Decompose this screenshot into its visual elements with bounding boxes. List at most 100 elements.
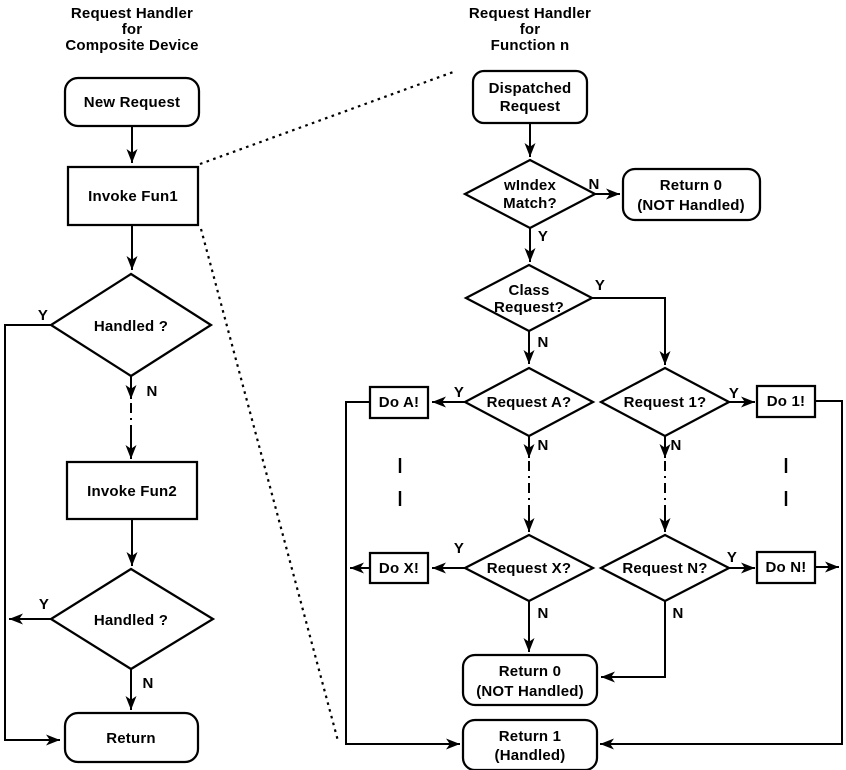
do-n-label: Do N!	[766, 559, 807, 576]
return0-top-line-2: (NOT Handled)	[637, 197, 745, 214]
return0-bottom-line-1: Return 0	[499, 663, 561, 680]
request-1-no-label: N	[670, 437, 681, 454]
return1-line-2: (Handled)	[495, 747, 566, 764]
node-return1: Return 1 (Handled)	[461, 718, 599, 770]
windex-match-line-1: wIndex	[503, 177, 557, 194]
request-a-diamond	[462, 366, 596, 438]
request-1-yes-label: Y	[729, 385, 739, 402]
node-return0-bottom: Return 0 (NOT Handled)	[461, 653, 599, 707]
node-do-1: Do 1!	[755, 384, 817, 419]
node-do-x: Do X!	[368, 551, 430, 585]
do-x-label: Do X!	[379, 560, 419, 577]
return-label: Return	[106, 730, 156, 747]
edge-doa-rail-to-return1	[345, 401, 460, 750]
handled-1-yes-label: Y	[38, 307, 48, 324]
class-request-diamond	[463, 263, 595, 333]
class-no-label: N	[537, 334, 548, 351]
decision-request-a: Request A?	[462, 366, 596, 438]
handled-1-label: Handled ?	[94, 318, 168, 335]
return0-top-line-1: Return 0	[660, 177, 722, 194]
left-title: Request Handler for Composite Device	[65, 5, 198, 54]
request-x-label: Request X?	[487, 560, 572, 577]
right-diagram: Request Handler for Function n	[345, 5, 843, 770]
node-invoke-fun2: Invoke Fun2	[65, 460, 199, 521]
handled-2-yes-label: Y	[39, 596, 49, 613]
request-n-yes-label: Y	[727, 549, 737, 566]
return0-bottom-box	[461, 653, 599, 707]
do-a-box	[368, 385, 430, 420]
handled-1-no-label: N	[146, 383, 157, 400]
do-x-box	[368, 551, 430, 585]
request-a-yes-label: Y	[454, 384, 464, 401]
invoke-fun1-box	[66, 165, 200, 227]
class-request-line-1: Class	[508, 282, 549, 299]
node-invoke-fun1: Invoke Fun1	[66, 165, 200, 227]
request-1-label: Request 1?	[624, 394, 707, 411]
request-x-diamond	[462, 533, 596, 603]
do-a-label: Do A!	[379, 394, 419, 411]
dispatched-request-line-1: Dispatched	[489, 80, 572, 97]
request-1-diamond	[598, 366, 732, 438]
request-n-no-label: N	[672, 605, 683, 622]
new-request-box	[63, 76, 201, 128]
left-connectors	[4, 126, 138, 746]
edge-requestn-no-to-return0	[601, 601, 666, 683]
request-a-no-label: N	[537, 437, 548, 454]
return-box	[63, 711, 200, 764]
left-title-line-2: for	[122, 21, 143, 38]
decision-handled-2: Handled ?	[48, 567, 216, 671]
request-a-label: Request A?	[487, 394, 572, 411]
return0-bottom-line-2: (NOT Handled)	[476, 683, 584, 700]
edge-handled1-yes-to-return	[4, 324, 60, 746]
windex-no-label: N	[588, 176, 599, 193]
expansion-dotted-lines	[199, 69, 457, 742]
windex-yes-label: Y	[538, 228, 548, 245]
decision-request-n: Request N?	[598, 533, 732, 603]
return0-top-box	[621, 167, 762, 222]
left-diagram: Request Handler for Composite Device New…	[4, 5, 216, 764]
right-connectors	[345, 123, 843, 750]
right-title-line-1: Request Handler	[469, 5, 591, 22]
right-title: Request Handler for Function n	[469, 5, 591, 54]
right-title-line-2: for	[520, 21, 541, 38]
invoke-fun2-label: Invoke Fun2	[87, 483, 177, 500]
dotted-line-bottom	[199, 228, 340, 742]
left-title-line-1: Request Handler	[71, 5, 193, 22]
node-dispatched-request: Dispatched Request	[471, 69, 589, 125]
decision-handled-1: Handled ?	[48, 272, 214, 378]
request-x-yes-label: Y	[454, 540, 464, 557]
invoke-fun2-box	[65, 460, 199, 521]
do-1-label: Do 1!	[767, 393, 806, 410]
return1-box	[461, 718, 599, 770]
handled-2-no-label: N	[142, 675, 153, 692]
handled-1-diamond	[48, 272, 214, 378]
left-title-line-3: Composite Device	[65, 37, 198, 54]
node-return: Return	[63, 711, 200, 764]
windex-match-line-2: Match?	[503, 195, 557, 212]
edge-class-yes-to-request1	[592, 297, 671, 365]
invoke-fun1-label: Invoke Fun1	[88, 188, 178, 205]
dispatched-request-box	[471, 69, 589, 125]
handled-2-label: Handled ?	[94, 612, 168, 629]
windex-match-diamond	[462, 158, 598, 230]
edge-do1-rail-to-return1	[600, 400, 843, 750]
node-do-n: Do N!	[755, 550, 817, 585]
node-new-request: New Request	[63, 76, 201, 128]
request-x-no-label: N	[537, 605, 548, 622]
decision-request-1: Request 1?	[598, 366, 732, 438]
request-n-label: Request N?	[622, 560, 707, 577]
class-request-line-2: Request?	[494, 299, 564, 316]
decision-request-x: Request X?	[462, 533, 596, 603]
return1-line-1: Return 1	[499, 728, 561, 745]
decision-windex-match: wIndex Match?	[462, 158, 598, 230]
dispatched-request-line-2: Request	[500, 98, 561, 115]
decision-class-request: Class Request?	[463, 263, 595, 333]
dotted-line-top	[199, 69, 457, 166]
node-return0-top: Return 0 (NOT Handled)	[621, 167, 762, 222]
handled-2-diamond	[48, 567, 216, 671]
node-do-a: Do A!	[368, 385, 430, 420]
do-n-box	[755, 550, 817, 585]
request-n-diamond	[598, 533, 732, 603]
